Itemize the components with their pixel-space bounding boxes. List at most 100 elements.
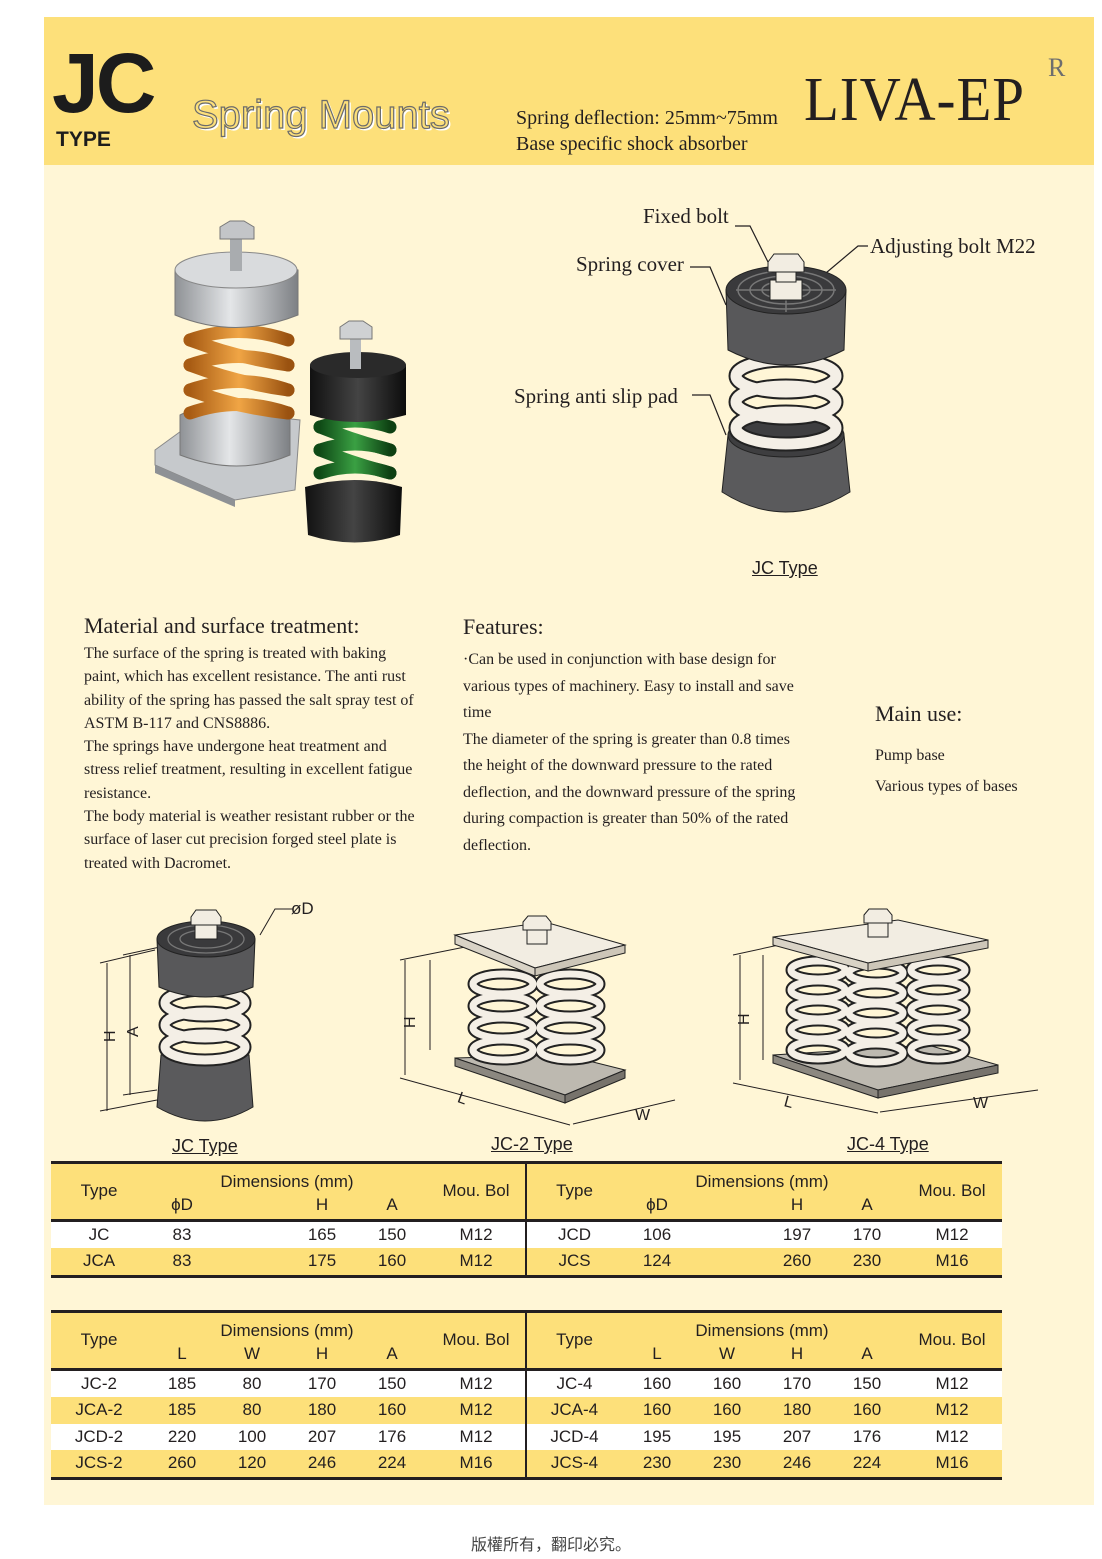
cell-bolt: M16 [427,1450,527,1478]
cell-a: 160 [377,1400,407,1420]
main-use-list: Pump base Various types of bases [875,740,1075,802]
cell-a: 160 [377,1251,407,1271]
cell-d: 83 [172,1251,192,1271]
cell-bolt: M12 [427,1248,527,1276]
cell-w: 120 [237,1453,267,1473]
drawing-caption-jc4: JC-4 Type [847,1134,929,1154]
col-header-bolt: Mou. Bol [918,1181,986,1201]
col-header-a: A [386,1344,398,1364]
cell-h: 180 [782,1400,812,1420]
cell-l: 160 [642,1400,672,1420]
col-header-w: W [243,1344,261,1364]
cell-a: 224 [852,1453,882,1473]
cell-d: 106 [642,1224,672,1244]
col-header-h: H [790,1195,804,1215]
col-header-dimensions: Dimensions (mm) [695,1321,829,1340]
col-header-l: L [652,1344,662,1364]
cell-h: 260 [782,1251,812,1271]
cell-type: JCA-2 [75,1400,123,1420]
cell-a: 170 [852,1224,882,1244]
col-header-bolt: Mou. Bol [918,1330,986,1350]
features-para-1: ·Can be used in conjunction with base de… [463,651,794,721]
cell-h: 165 [307,1224,337,1244]
product-title: Spring Mounts [191,93,450,137]
cell-h: 246 [307,1453,337,1473]
cell-type: JCD-4 [550,1426,599,1446]
cell-l: 230 [642,1453,672,1473]
material-body: The surface of the spring is treated wit… [84,642,424,875]
cell-a: 150 [852,1373,882,1393]
cell-bolt: M16 [935,1251,969,1271]
dim-label-h: H [102,1030,119,1042]
features-para-2: The diameter of the spring is greater th… [463,730,796,854]
drawing-caption-jc2: JC-2 Type [491,1134,573,1154]
col-header-h: H [315,1344,329,1364]
cell-bolt: M16 [935,1453,969,1473]
drawing-caption-jc: JC Type [172,1136,238,1156]
col-header-bolt: Mou. Bol [427,1162,527,1220]
callout-spring-cover: Spring cover [576,252,684,276]
cell-h: 170 [307,1373,337,1393]
cell-bolt: M12 [935,1224,969,1244]
dim-label-l: L [782,1093,795,1112]
jc-type-diagram [690,225,868,513]
cell-w: 80 [242,1373,262,1393]
col-header-type: Type [556,1330,593,1350]
col-header-a: A [386,1195,398,1215]
cell-h: 170 [782,1373,812,1393]
registered-mark: R [1048,53,1066,82]
col-header-bolt: Mou. Bol [427,1311,527,1369]
features-body: ·Can be used in conjunction with base de… [463,647,803,859]
main-use-item: Various types of bases [875,778,1018,795]
product-photo [154,220,406,543]
dim-label-h: H [402,1016,419,1028]
type-label: TYPE [56,128,111,151]
col-header-type: Type [80,1330,118,1350]
col-header-h: H [315,1195,329,1215]
callout-anti-slip-pad: Spring anti slip pad [514,384,678,408]
cell-h: 207 [782,1426,812,1446]
cell-h: 175 [307,1251,337,1271]
cell-bolt: M12 [427,1369,527,1397]
header-bar: JC TYPE Spring Mounts Spring deflection:… [44,17,1094,165]
description-text: Base specific shock absorber [516,133,748,155]
cell-l: 220 [167,1426,197,1446]
cell-h: 207 [307,1426,337,1446]
cell-h: 246 [782,1453,812,1473]
col-header-dimensions: Dimensions (mm) [220,1321,354,1340]
diagram-caption-jc: JC Type [752,558,818,578]
cell-type: JC-4 [556,1373,593,1393]
cell-w: 80 [242,1400,262,1420]
cell-l: 160 [642,1373,672,1393]
cell-bolt: M12 [427,1220,527,1248]
cell-bolt: M12 [427,1397,527,1424]
col-header-type: Type [80,1181,118,1201]
dim-label-h: H [736,1013,753,1025]
dim-label-d: øD [291,899,314,918]
deflection-text: Spring deflection: 25mm~75mm [516,107,778,129]
cell-type: JCD-2 [74,1426,124,1446]
brand-logo: LIVA-EP [804,66,1025,134]
material-title: Material and surface treatment: [84,613,360,638]
cell-a: 224 [377,1453,407,1473]
dim-label-a: A [125,1026,142,1037]
cell-a: 150 [377,1224,407,1244]
cell-type: JCS [558,1251,591,1271]
col-header-a: A [861,1195,873,1215]
jc-dimension-drawing: øD H A [99,899,314,1122]
callout-adjusting-bolt: Adjusting bolt M22 [870,234,1036,258]
cell-l: 195 [642,1426,672,1446]
cell-type: JCA [82,1251,116,1271]
spec-table-jc: Type Dimensions (mm) Mou. Bol Type Dimen… [51,1161,1002,1278]
cell-h: 180 [307,1400,337,1420]
cell-d: 83 [172,1224,192,1244]
cell-w: 195 [712,1426,742,1446]
cell-type: JC [88,1224,110,1244]
jc2-dimension-drawing: H L W [399,915,676,1126]
